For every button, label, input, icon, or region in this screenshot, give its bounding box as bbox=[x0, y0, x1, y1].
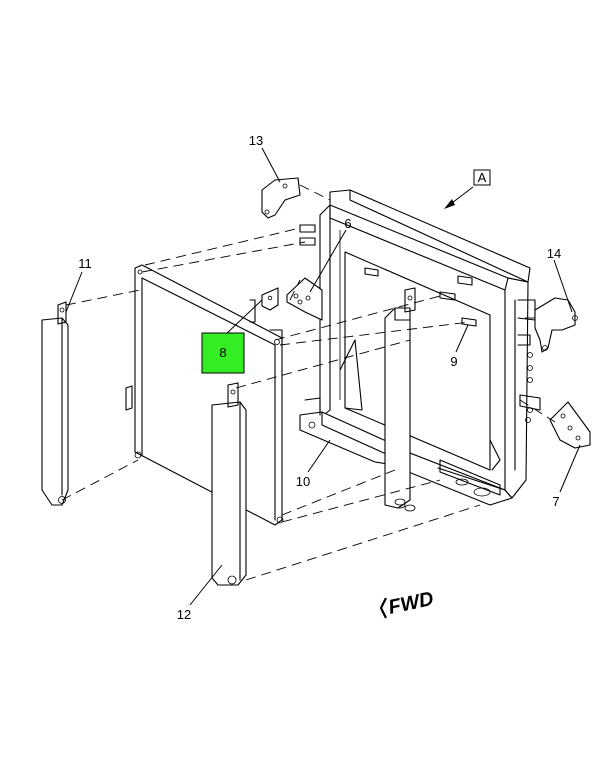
highlighted-callout-8[interactable]: 8 bbox=[201, 332, 245, 374]
callout-14: 14 bbox=[547, 246, 561, 261]
side-panel-part-11 bbox=[41, 301, 69, 506]
callout-10: 10 bbox=[296, 474, 310, 489]
front-panel-part-12 bbox=[211, 382, 247, 586]
callout-11: 11 bbox=[78, 256, 92, 271]
callout-7: 7 bbox=[552, 494, 559, 509]
forward-indicator: FWD bbox=[379, 588, 436, 619]
main-frame bbox=[299, 189, 541, 512]
callout-13: 13 bbox=[249, 133, 263, 148]
assembly-lines bbox=[61, 184, 556, 581]
forward-arrow-icon bbox=[379, 597, 387, 619]
callouts: 13 6 11 14 9 10 7 12 bbox=[78, 133, 561, 622]
bracket-part-13 bbox=[261, 177, 301, 219]
callout-6: 6 bbox=[344, 216, 351, 231]
view-label-a: A bbox=[444, 169, 491, 209]
bracket-part-14 bbox=[534, 297, 578, 353]
callout-12: 12 bbox=[177, 607, 191, 622]
clip-near-part-8 bbox=[249, 287, 279, 323]
callout-8: 8 bbox=[219, 345, 226, 360]
radiator-panel bbox=[125, 264, 284, 526]
view-label-text: A bbox=[478, 170, 487, 185]
leader-lines bbox=[65, 147, 581, 606]
vertical-bracket bbox=[384, 287, 416, 509]
bracket-part-7 bbox=[549, 401, 591, 449]
bracket-part-6 bbox=[286, 277, 323, 321]
highlight-box[interactable] bbox=[201, 332, 245, 374]
fwd-label: FWD bbox=[386, 588, 435, 619]
callout-9: 9 bbox=[450, 354, 457, 369]
